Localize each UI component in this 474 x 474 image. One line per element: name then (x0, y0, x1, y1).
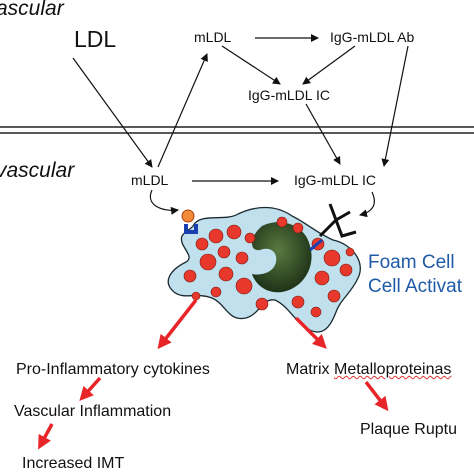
cell-activation-label: Cell Activat (368, 276, 462, 297)
lipid-droplets (183, 216, 355, 318)
mldl-mid-label: mLDL (131, 172, 169, 188)
foam-cell-label: Foam Cell (368, 252, 455, 273)
arrow-mldl-mid-to-mldl-top (157, 53, 208, 168)
ic-top-label: IgG-mLDL IC (248, 87, 330, 103)
region-label-middle: vascular (0, 159, 75, 182)
mldl-receptor (181, 209, 198, 234)
arrow-mldl-top-to-ic (221, 45, 281, 85)
arrow-cytokines-to-inflammation (79, 376, 102, 401)
arrow-cell-to-mmp (294, 316, 327, 349)
foam-cell (167, 203, 361, 333)
region-label-top: ascular (0, 0, 64, 20)
mmp-label: Matrix Metalloproteinas (286, 362, 451, 378)
pro-inflammatory-label: Pro-Inflammatory cytokines (16, 361, 210, 378)
arrow-ab-to-ic-mid (381, 45, 409, 167)
ic-mid-label: IgG-mLDL IC (294, 172, 376, 188)
plaque-rupture-label: Plaque Ruptu (360, 421, 457, 438)
arrow-ldl-to-mldl-mid (72, 57, 153, 168)
arrow-inflammation-to-imt (38, 423, 54, 450)
arrow-ab-to-ic (302, 45, 356, 85)
mmp-label-prefix: Matrix (286, 361, 334, 378)
ldl-label: LDL (74, 26, 117, 52)
arrow-mldl-to-receptor (149, 189, 179, 215)
increased-imt-label: Increased IMT (22, 455, 125, 472)
arrow-cell-to-cytokines (157, 298, 198, 350)
mmp-label-suffix: Metalloproteinas (334, 361, 452, 378)
vascular-inflammation-label: Vascular Inflammation (14, 403, 172, 420)
mldl-particle (181, 209, 195, 223)
arrow-mmp-to-rupture (364, 380, 389, 412)
nucleus (252, 222, 312, 293)
arrow-ic-top-to-ic-mid (305, 103, 341, 165)
arrow-ic-to-receptor (359, 191, 375, 218)
mldl-top-label: mLDL (194, 29, 232, 45)
igg-ab-label: IgG-mLDL Ab (330, 29, 415, 45)
immune-complex-receptor (309, 203, 357, 252)
pathway-arrows (72, 34, 409, 218)
outcome-arrows (38, 298, 389, 450)
vessel-wall (0, 126, 474, 134)
